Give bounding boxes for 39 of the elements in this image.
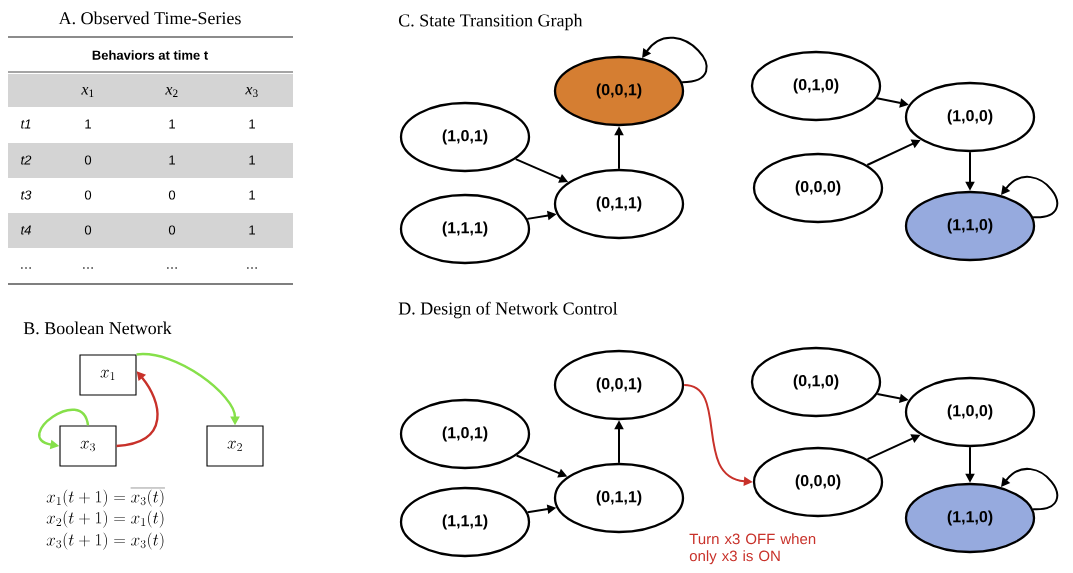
table-value: 1	[249, 155, 255, 165]
table-value: 1	[169, 155, 175, 165]
table-value: 0	[168, 225, 176, 235]
row-label: t4	[21, 225, 31, 235]
variable-box: $x_3$	[59, 425, 117, 467]
variable-box: $x_2$	[206, 425, 264, 467]
row-label: t2	[21, 155, 32, 165]
row-label: t1	[21, 119, 31, 129]
equation: $x_3(t+1) = x_3(t)$	[46, 532, 164, 550]
table-value: 1	[169, 119, 175, 129]
table-value: 0	[168, 190, 176, 200]
column-header: x$_{3}$	[245, 87, 258, 97]
table-value: 1	[249, 190, 255, 200]
table-value: …	[21, 267, 31, 269]
table-heading: Behaviors at time t	[92, 50, 208, 60]
arrow	[1001, 468, 1059, 511]
panel-heading: A. Observed Time-Series	[58, 11, 241, 25]
table-value: 0	[84, 155, 92, 165]
table-value: …	[83, 267, 93, 269]
arrow	[642, 36, 708, 84]
table-value: 0	[84, 225, 92, 235]
arrow	[116, 371, 159, 448]
table-value: 1	[85, 119, 91, 129]
panel-heading: C. State Transition Graph	[398, 13, 583, 31]
variable-box: $x_1$	[79, 354, 137, 396]
table-value: …	[167, 267, 177, 269]
panel-heading: B. Boolean Network	[23, 321, 172, 335]
equation: $x_1(t+1) = \overline{x_3(t)}$	[46, 488, 165, 507]
table-value: …	[247, 267, 257, 269]
equation: $x_2(t+1) = x_1(t)$	[46, 510, 164, 528]
table-value: 1	[249, 119, 255, 129]
column-header: x$_{2}$	[165, 87, 178, 97]
table-value: 1	[249, 225, 255, 235]
panel-heading: D. Design of Network Control	[398, 301, 618, 319]
arrow	[1001, 176, 1059, 219]
table-value: 0	[84, 190, 92, 200]
column-header: x$_{1}$	[81, 87, 94, 97]
row-label: t3	[21, 190, 32, 200]
edge-label: Turn x3 OFF when only x3 is ON	[689, 533, 816, 565]
